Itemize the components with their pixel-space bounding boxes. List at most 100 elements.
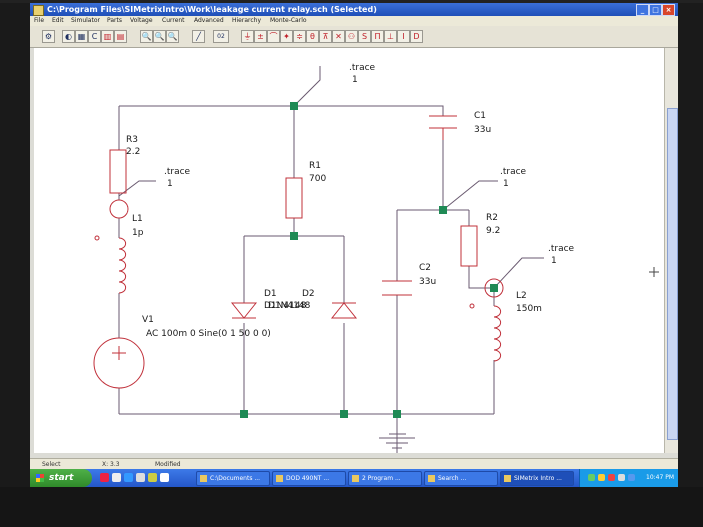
junction-diodes <box>290 232 298 240</box>
quicklaunch-icon-1[interactable] <box>100 473 109 482</box>
switch-part-button[interactable]: S <box>358 30 371 43</box>
tray-icon-3[interactable] <box>608 474 615 481</box>
zoom-out-button[interactable]: 🔍 <box>153 30 166 43</box>
diode-part-button[interactable]: ⊼ <box>319 30 332 43</box>
trace3-name: .trace <box>500 167 527 177</box>
windows-taskbar: start C:\Documents ... DOD 490NT ... 2 P… <box>30 469 678 487</box>
d2-ref: D2 <box>302 289 315 299</box>
run-simulation-button[interactable]: ⚙ <box>42 30 55 43</box>
junction-top <box>290 102 298 110</box>
menu-simulator[interactable]: Simulator <box>71 17 100 24</box>
tee-part-button[interactable]: ⊥ <box>384 30 397 43</box>
probe-button[interactable]: ◐ <box>62 30 75 43</box>
ground-symbol[interactable] <box>379 437 415 449</box>
task-label: SIMetrix Intro ... <box>514 475 562 482</box>
scrollbar-thumb[interactable] <box>667 108 678 440</box>
place-part-button[interactable]: ▥ <box>101 30 114 43</box>
task-label: 2 Program ... <box>362 475 401 482</box>
menu-edit[interactable]: Edit <box>52 17 64 24</box>
tray-icon-1[interactable] <box>588 474 595 481</box>
maximize-button[interactable]: □ <box>649 4 662 16</box>
search-icon <box>428 475 435 482</box>
toolbar: ⚙ ◐ ▦ C ▥ ▤ 🔍 🔍 🔍 ╱ 02 ⏚ ± ⌒ ✦ ≑ θ ⊼ ✕ ⚇… <box>30 26 678 48</box>
resistor-r3[interactable] <box>109 149 127 194</box>
menu-hierarchy[interactable]: Hierarchy <box>232 17 262 24</box>
menu-file[interactable]: File <box>34 17 45 24</box>
menu-monte-carlo[interactable]: Monte-Carlo <box>270 17 307 24</box>
c1-ref: C1 <box>474 111 486 121</box>
l1-probe-circle[interactable] <box>109 199 129 219</box>
quicklaunch-icon-3[interactable] <box>124 473 133 482</box>
resistor-r2[interactable] <box>460 225 478 267</box>
menu-bar: File Edit Simulator Parts Voltage Curren… <box>30 16 678 26</box>
quicklaunch-icon-4[interactable] <box>136 473 145 482</box>
schematic-canvas[interactable]: .trace 1 .trace 1 .trace 1 .trace 1 R3 2… <box>34 48 664 453</box>
voltage-source-v1[interactable] <box>93 337 145 389</box>
zoom-in-button[interactable]: 🔍 <box>140 30 153 43</box>
net-name-button[interactable]: 02 <box>213 30 229 43</box>
start-button[interactable]: start <box>30 469 92 487</box>
l1-ref: L1 <box>132 214 143 224</box>
status-coords: X: 3.3 <box>102 461 120 468</box>
tray-icon-5[interactable] <box>628 474 635 481</box>
menu-parts[interactable]: Parts <box>107 17 122 24</box>
inductor-l1[interactable] <box>118 237 127 294</box>
capacitor-part-button[interactable]: ≑ <box>293 30 306 43</box>
title-bar[interactable]: C:\Program Files\SIMetrixIntro\Work\leak… <box>30 3 678 16</box>
trace-probe-4-lead <box>493 257 544 289</box>
crosshair-cursor <box>649 267 659 277</box>
c2-value: 33u <box>419 277 436 287</box>
close-button[interactable]: × <box>662 4 675 16</box>
pi-part-button[interactable]: Π <box>371 30 384 43</box>
menu-advanced[interactable]: Advanced <box>194 17 224 24</box>
mosfet-part-button[interactable]: ⚇ <box>345 30 358 43</box>
schematic-diagram[interactable]: .trace 1 .trace 1 .trace 1 .trace 1 R3 2… <box>34 48 664 453</box>
trace1-value: 1 <box>352 75 358 85</box>
l2-probe-circle[interactable] <box>484 278 504 298</box>
tray-icon-4[interactable] <box>618 474 625 481</box>
task-search[interactable]: Search ... <box>424 471 498 486</box>
source-part-button[interactable]: ± <box>254 30 267 43</box>
minimize-button[interactable]: _ <box>636 4 649 16</box>
diode-d1[interactable] <box>230 302 258 319</box>
quicklaunch-icon-2[interactable] <box>112 473 121 482</box>
task-programs[interactable]: 2 Program ... <box>348 471 422 486</box>
status-bar: Select X: 3.3 Modified <box>30 458 678 470</box>
refresh-button[interactable]: C <box>88 30 101 43</box>
theta-part-button[interactable]: θ <box>306 30 319 43</box>
folder-icon <box>200 475 207 482</box>
current-source-button[interactable]: I <box>397 30 410 43</box>
inductor-l2[interactable] <box>493 305 502 362</box>
task-dod[interactable]: DOD 490NT ... <box>272 471 346 486</box>
quicklaunch-icon-6[interactable] <box>160 473 169 482</box>
d1-model: D1N4148 <box>264 301 307 311</box>
resistor-r1[interactable] <box>285 177 303 219</box>
task-documents[interactable]: C:\Documents ... <box>196 471 270 486</box>
junction-l2 <box>490 284 498 292</box>
draw-wire-button[interactable]: ╱ <box>192 30 205 43</box>
terminal-part-button[interactable]: ✦ <box>280 30 293 43</box>
grid-button[interactable]: ▦ <box>75 30 88 43</box>
tray-icon-2[interactable] <box>598 474 605 481</box>
task-simetrix[interactable]: SIMetrix Intro ... <box>500 471 574 486</box>
menu-current[interactable]: Current <box>162 17 185 24</box>
device-part-button[interactable]: D <box>410 30 423 43</box>
monitor-bezel-top <box>0 0 703 3</box>
zoom-fit-button[interactable]: 🔍 <box>166 30 179 43</box>
transistor-part-button[interactable]: ✕ <box>332 30 345 43</box>
junction-ground <box>393 410 401 418</box>
junction-d1-bottom <box>240 410 248 418</box>
trace2-value: 1 <box>167 179 173 189</box>
clock[interactable]: 10:47 PM <box>646 474 674 481</box>
menu-voltage[interactable]: Voltage <box>130 17 153 24</box>
wire-button[interactable]: ▤ <box>114 30 127 43</box>
ground-part-button[interactable]: ⏚ <box>241 30 254 43</box>
quicklaunch-icon-5[interactable] <box>148 473 157 482</box>
simetrix-window: C:\Program Files\SIMetrixIntro\Work\leak… <box>30 3 678 470</box>
inductor-part-button[interactable]: ⌒ <box>267 30 280 43</box>
l1-value: 1p <box>132 228 144 238</box>
trace-probe-3-lead <box>442 180 498 211</box>
vertical-scrollbar[interactable] <box>664 48 678 453</box>
diode-d2[interactable] <box>330 302 358 319</box>
